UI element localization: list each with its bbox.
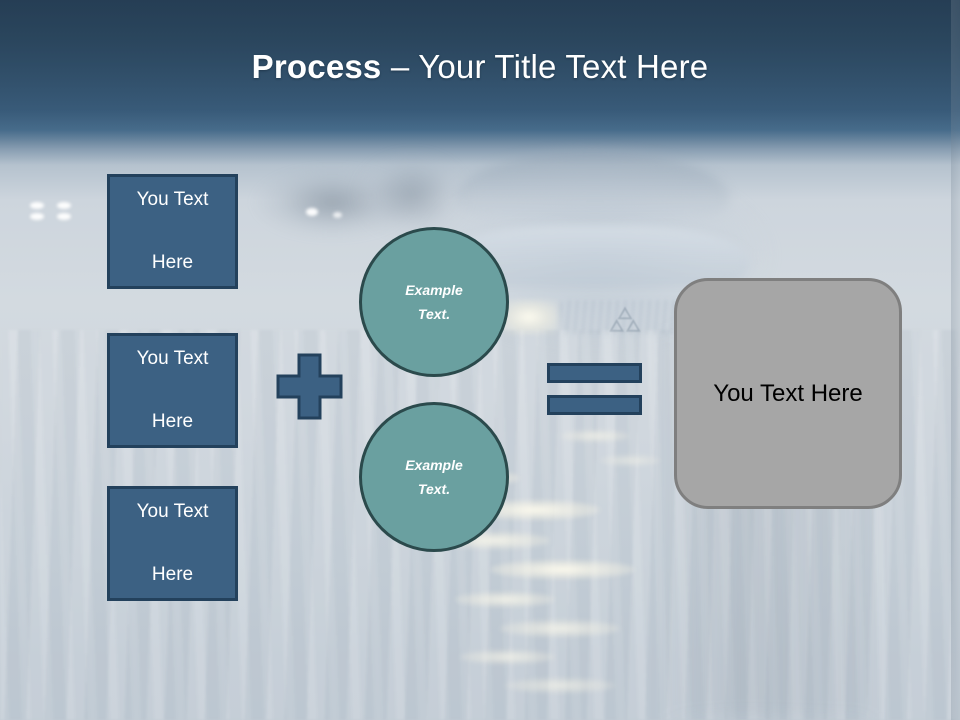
- slide-title-separator: –: [381, 48, 419, 85]
- result-box-label: You Text Here: [713, 379, 863, 407]
- plus-icon: [276, 353, 343, 420]
- water-glint: [560, 430, 630, 442]
- plus-operator: [275, 352, 344, 421]
- result-box[interactable]: You Text Here: [674, 278, 902, 509]
- background-distant-car-icon: [250, 165, 415, 240]
- equals-operator: [547, 363, 642, 415]
- background-car-emblem-icon: [609, 306, 641, 332]
- slide-title: Process – Your Title Text Here: [0, 48, 960, 86]
- water-glint: [505, 678, 615, 693]
- water-glint: [490, 560, 635, 579]
- background-distant-car-2-icon: [352, 150, 472, 240]
- slide-title-regular: Your Title Text Here: [418, 48, 709, 85]
- equals-icon-bar-bottom: [547, 395, 642, 415]
- equals-icon-bar-top: [547, 363, 642, 383]
- background-headlight-glow: [333, 212, 342, 218]
- slide-title-bold: Process: [251, 48, 382, 85]
- background-headlight-glow: [306, 208, 318, 216]
- water-glint: [455, 592, 555, 607]
- water-glint: [460, 650, 555, 664]
- background-right-edge-strip: [951, 0, 960, 720]
- background-headlight-glow: [30, 213, 44, 220]
- background-headlight-glow: [30, 202, 44, 209]
- water-glint: [600, 455, 660, 466]
- water-glint: [500, 620, 620, 637]
- background-headlight-glow: [57, 202, 71, 209]
- background-headlight-glow: [57, 213, 71, 220]
- background-car-windshield: [455, 150, 730, 220]
